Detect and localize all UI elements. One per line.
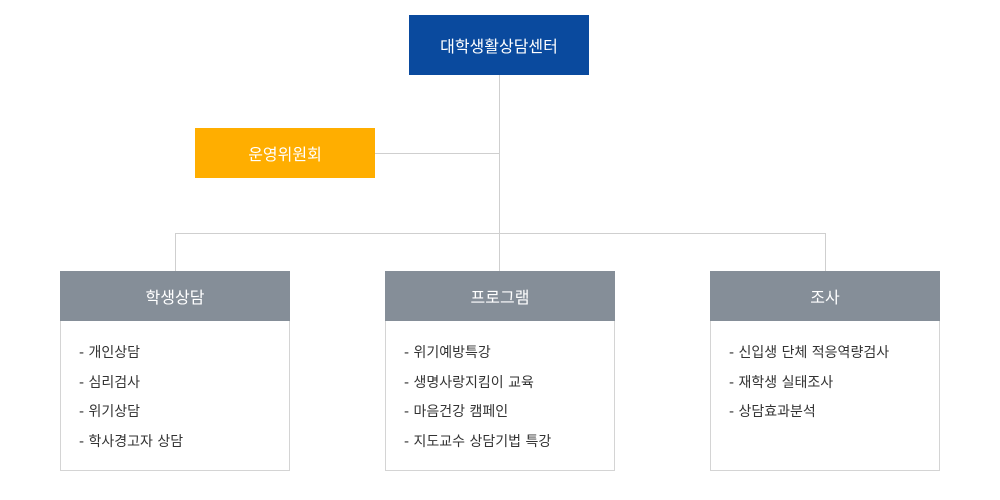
center-title: 대학생활상담센터 [440, 37, 558, 56]
committee-label: 운영위원회 [248, 145, 322, 164]
list-item: - 마음건강 캠페인 [404, 404, 509, 420]
list-item: - 위기예방특강 [404, 345, 491, 361]
dept-program: 프로그램 - 위기예방특강 - 생명사랑지킴이 교육 - 마음건강 캠페인 - … [385, 271, 615, 471]
dept-title: 조사 [810, 288, 840, 307]
dept-item-list: - 신입생 단체 적응역량검사 - 재학생 실태조사 - 상담효과분석 [711, 321, 939, 428]
connector-right-drop [825, 233, 826, 271]
dept-survey: 조사 - 신입생 단체 적응역량검사 - 재학생 실태조사 - 상담효과분석 [710, 271, 940, 471]
dept-title: 학생상담 [145, 288, 205, 307]
committee-box: 운영위원회 [195, 128, 375, 178]
dept-item-list: - 개인상담 - 심리검사 - 위기상담 - 학사경고자 상담 [61, 321, 289, 457]
dept-item-list: - 위기예방특강 - 생명사랑지킴이 교육 - 마음건강 캠페인 - 지도교수 … [386, 321, 614, 457]
list-item: - 개인상담 [79, 345, 141, 361]
center-title-box: 대학생활상담센터 [409, 15, 589, 75]
connector-committee [375, 153, 500, 154]
list-item: - 상담효과분석 [729, 404, 816, 420]
dept-header: 학생상담 [60, 271, 290, 321]
connector-main-vertical [499, 75, 500, 271]
list-item: - 생명사랑지킴이 교육 [404, 374, 534, 391]
list-item: - 지도교수 상담기법 특강 [404, 433, 552, 450]
dept-title: 프로그램 [470, 288, 530, 307]
list-item: - 신입생 단체 적응역량검사 [729, 345, 890, 361]
list-item: - 심리검사 [79, 374, 141, 391]
dept-header: 조사 [710, 271, 940, 321]
dept-student-counseling: 학생상담 - 개인상담 - 심리검사 - 위기상담 - 학사경고자 상담 [60, 271, 290, 471]
list-item: - 재학생 실태조사 [729, 374, 834, 391]
list-item: - 위기상담 [79, 404, 141, 420]
connector-horizontal [175, 233, 826, 234]
list-item: - 학사경고자 상담 [79, 433, 184, 450]
dept-header: 프로그램 [385, 271, 615, 321]
connector-left-drop [175, 233, 176, 271]
